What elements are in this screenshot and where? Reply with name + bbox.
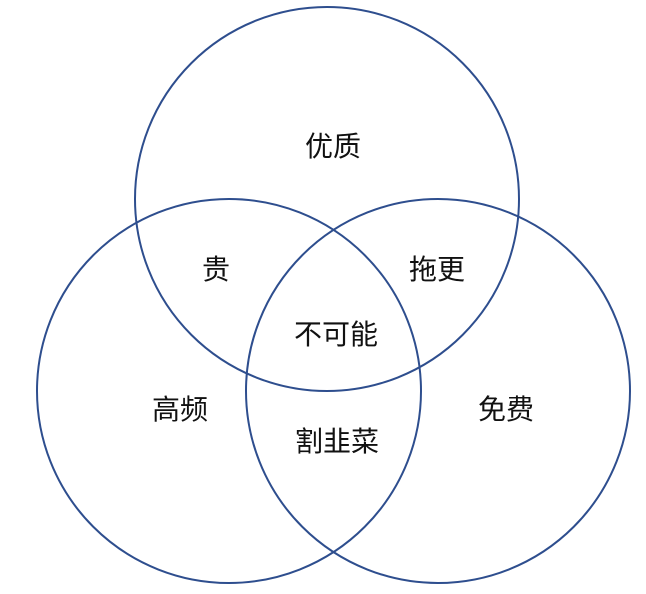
circle-right <box>245 198 631 584</box>
label-top-left: 贵 <box>201 253 231 286</box>
label-right: 免费 <box>477 393 535 426</box>
circle-top <box>134 6 520 392</box>
label-top: 优质 <box>304 130 362 163</box>
label-top-right: 拖更 <box>408 253 466 286</box>
label-left: 高频 <box>151 393 209 426</box>
circle-left <box>36 198 422 584</box>
label-left-right: 割韭菜 <box>294 425 380 458</box>
label-all: 不可能 <box>293 318 379 351</box>
